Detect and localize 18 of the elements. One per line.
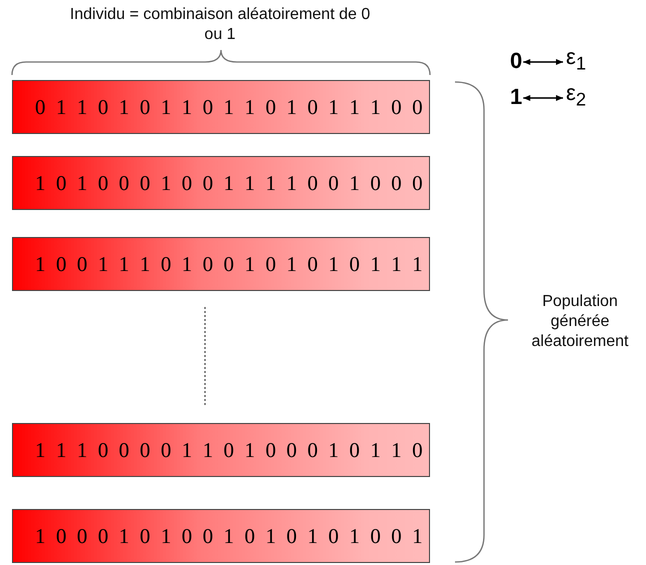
epsilon-symbol: ε$_{2}$ bbox=[566, 81, 586, 112]
bit-string: 1 1 1 0 0 0 0 1 1 0 1 0 0 0 1 0 1 1 0 bbox=[35, 438, 426, 462]
chromosome-bar bbox=[12, 509, 430, 563]
chromosome-bar bbox=[12, 80, 430, 134]
bit-symbol: 0 bbox=[510, 49, 522, 73]
annotation-text: Individu = combinaison aléatoirement de 0 ou 1 bbox=[68, 5, 372, 45]
bit-symbol: 1 bbox=[510, 85, 522, 109]
epsilon-symbol: ε$_{1}$ bbox=[566, 45, 586, 76]
bit-string: 0 1 1 0 1 0 1 1 0 1 1 0 1 0 1 1 1 0 0 bbox=[35, 94, 426, 120]
bit-string: 1 0 0 1 1 1 0 1 0 0 1 0 1 0 1 0 1 1 1 bbox=[35, 252, 426, 276]
bit-string: 1 0 1 0 0 0 1 0 0 1 1 1 1 0 0 1 0 0 0 bbox=[35, 170, 426, 196]
bit-string: 1 0 0 0 1 0 1 0 0 1 0 1 0 1 0 1 0 0 1 bbox=[35, 524, 426, 548]
double-arrow bbox=[523, 95, 563, 101]
chromosome-bar bbox=[12, 423, 430, 477]
annotation-text: Population générée aléatoirement bbox=[530, 292, 630, 352]
chromosome-bar bbox=[12, 237, 430, 291]
double-arrow bbox=[523, 59, 563, 65]
chromosome-bar bbox=[12, 156, 430, 210]
